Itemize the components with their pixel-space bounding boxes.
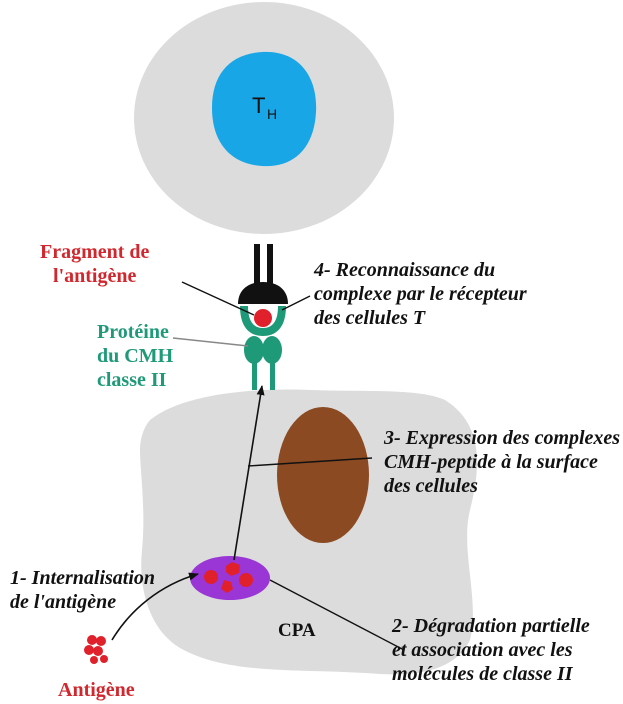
step3-leader — [247, 457, 373, 467]
fragment-blob — [204, 570, 218, 584]
mhc-leader — [172, 337, 249, 347]
internalization-arrow — [111, 572, 199, 641]
transport-arrow — [233, 385, 265, 561]
th-subscript: H — [267, 106, 277, 122]
mhc-class-ii — [240, 306, 286, 390]
fragment-blob — [239, 573, 253, 587]
step4-leader — [281, 295, 311, 311]
step2-leader — [269, 579, 405, 651]
th-nucleus — [212, 51, 317, 167]
fragment-leader — [181, 281, 255, 316]
fragment-blob — [226, 562, 240, 576]
bound-peptide — [254, 309, 272, 327]
apc-label: CPA — [278, 620, 316, 641]
antigen-label: Antigène — [58, 679, 135, 701]
th-label: T — [252, 93, 265, 118]
antigen-icon — [84, 635, 108, 664]
apc-nucleus — [277, 407, 369, 543]
t-cell-receptor — [238, 244, 288, 304]
vesicle — [190, 556, 270, 600]
fragment-blob — [221, 580, 233, 593]
